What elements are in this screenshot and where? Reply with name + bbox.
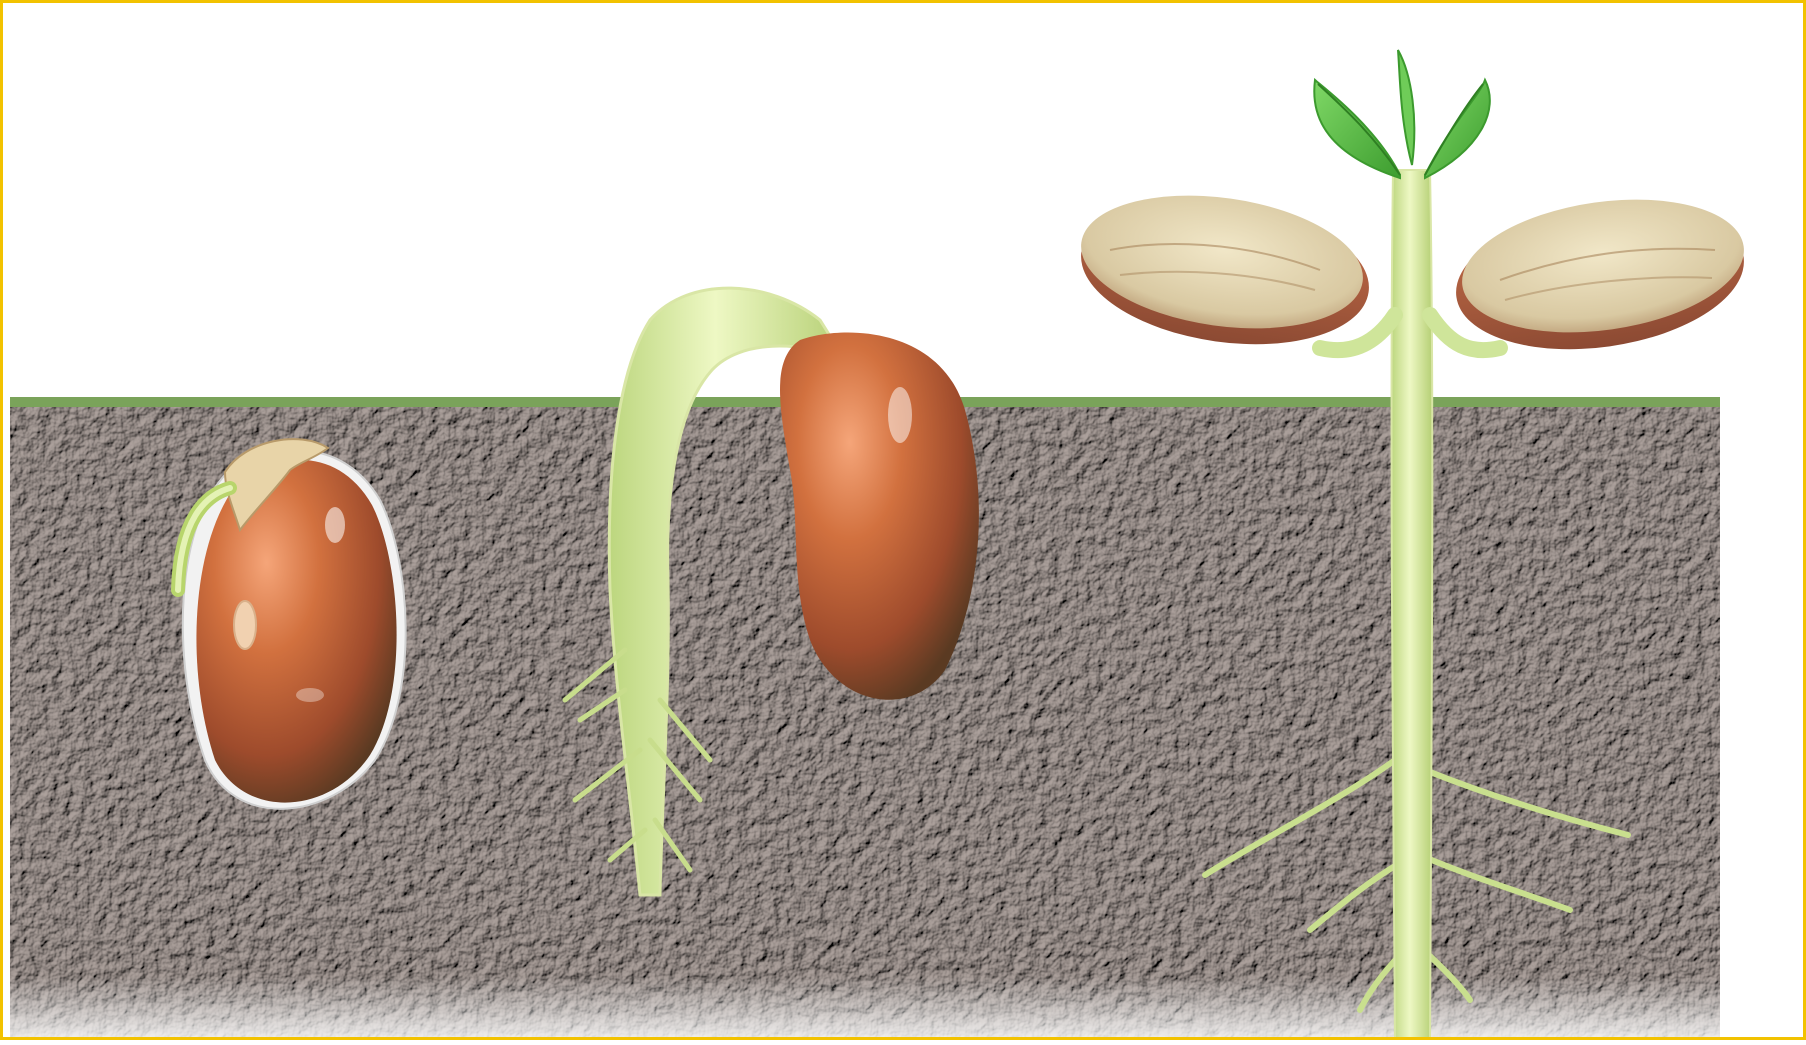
cotyledon-left: [1072, 179, 1379, 362]
bean-seed-icon: [178, 439, 406, 809]
true-leaves: [1314, 50, 1490, 178]
cotyledon-right: [1447, 183, 1754, 367]
